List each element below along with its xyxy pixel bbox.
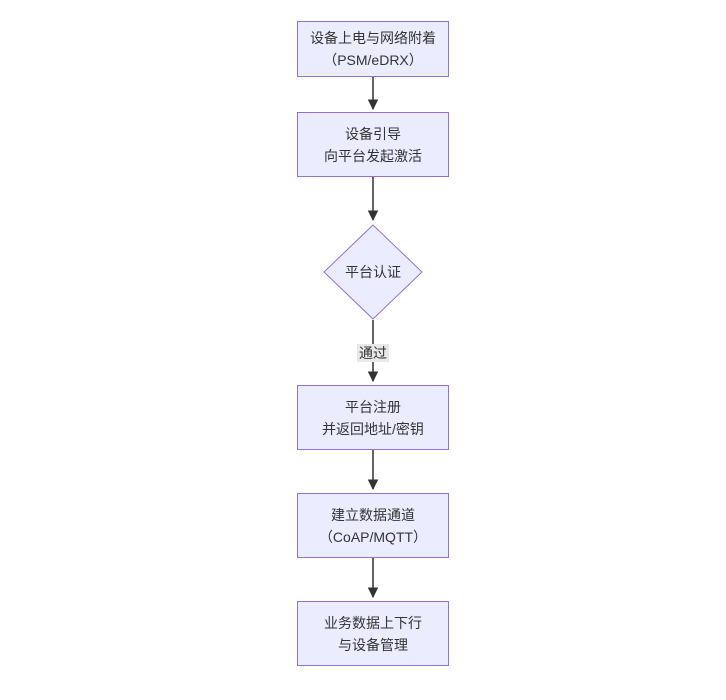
node-label-line: （PSM/eDRX） (323, 52, 423, 68)
node-register: 平台注册 并返回地址/密钥 (297, 385, 449, 450)
node-label-line: 向平台发起激活 (324, 147, 422, 164)
node-data-channel: 建立数据通道 （CoAP/MQTT） (297, 493, 449, 558)
node-label-line: 设备上电与网络附着 (310, 30, 436, 46)
node-business-data: 业务数据上下行 与设备管理 (297, 601, 449, 666)
decision-platform-auth: 平台认证 (323, 224, 423, 320)
edge-label-pass: 通过 (357, 344, 389, 362)
node-label-line: 并返回地址/密钥 (322, 420, 424, 437)
node-label-line: 设备引导 (345, 125, 401, 142)
node-label-line: 平台认证 (345, 264, 401, 280)
node-label-line: 建立数据通道 (331, 506, 415, 523)
node-label-line: （CoAP/MQTT） (318, 528, 428, 545)
node-label-line: 业务数据上下行 (324, 614, 422, 631)
diamond-shape (323, 224, 423, 320)
node-label-line: 与设备管理 (338, 636, 408, 653)
node-power-attach: 设备上电与网络附着 （PSM/eDRX） (297, 21, 449, 77)
node-label-line: 平台注册 (345, 398, 401, 415)
node-bootstrap: 设备引导 向平台发起激活 (297, 112, 449, 177)
